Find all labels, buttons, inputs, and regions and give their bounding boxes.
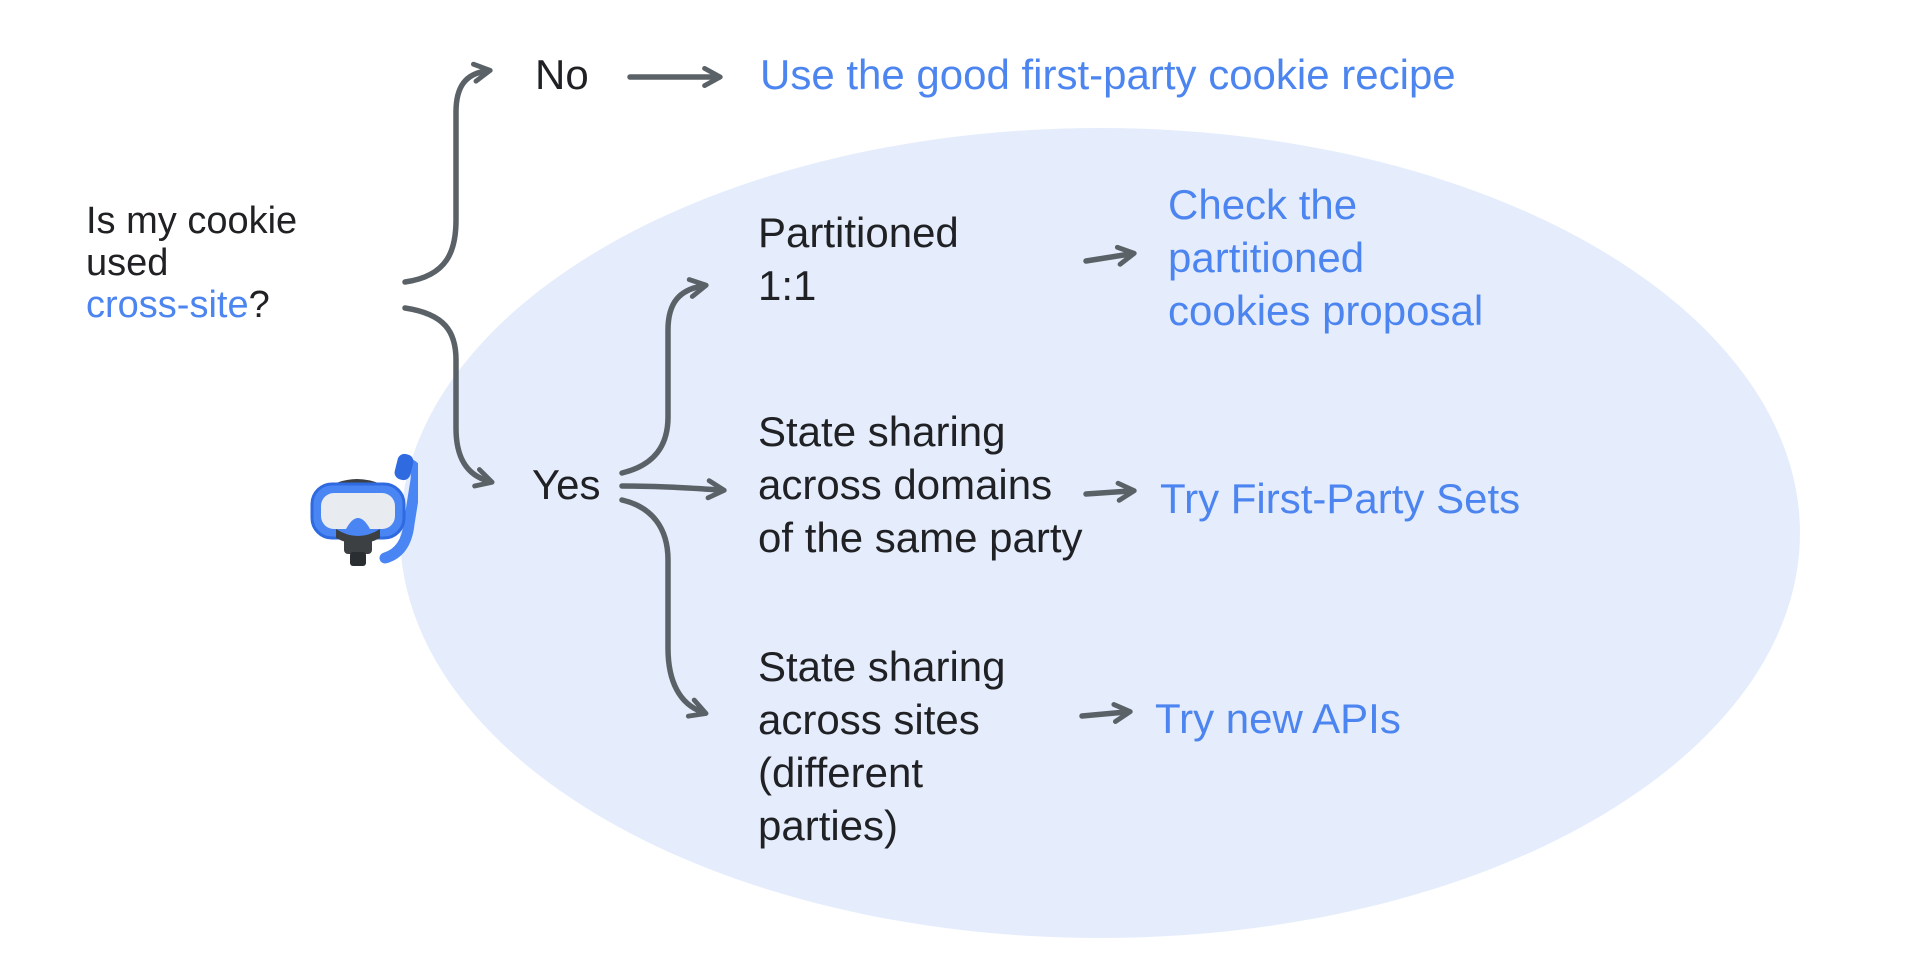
outcome-line: Try First-Party Sets — [1160, 475, 1521, 522]
arrow-question-to-yes — [402, 305, 495, 489]
question-line: used — [86, 242, 169, 284]
outcome-line: Try new APIs — [1155, 695, 1401, 742]
partitioned-cookies-proposal-link[interactable]: Check the partitioned cookies proposal — [1168, 178, 1483, 337]
yes-group-ellipse — [400, 128, 1800, 938]
first-party-sets-link[interactable]: Try First-Party Sets — [1160, 472, 1520, 525]
condition-line: of the same party — [758, 514, 1083, 561]
outcome-line: cookies proposal — [1168, 287, 1484, 334]
condition-partitioned: Partitioned 1:1 — [758, 206, 959, 312]
condition-line: across sites — [758, 696, 980, 743]
yes-branch-label: Yes — [532, 461, 601, 508]
arrow-different-parties-to-outcome — [1079, 702, 1133, 725]
arrow-question-to-no — [402, 61, 493, 285]
try-new-apis-link[interactable]: Try new APIs — [1155, 692, 1401, 745]
outcome-line: Check the — [1168, 181, 1358, 228]
condition-line: across domains — [758, 461, 1053, 508]
condition-different-parties: State sharing across sites (different pa… — [758, 640, 1006, 852]
arrow-partitioned-to-outcome — [1083, 244, 1137, 267]
condition-line: (different — [758, 749, 923, 796]
arrow-yes-to-partitioned — [619, 277, 709, 476]
question-line: cross-site? — [86, 284, 297, 326]
arrow-same-party-to-outcome — [1083, 480, 1137, 503]
no-branch-label: No — [535, 51, 589, 98]
arrow-yes-to-different-parties — [619, 497, 709, 719]
arrow-yes-to-same-party — [619, 478, 727, 501]
condition-line: State sharing — [758, 408, 1006, 455]
condition-line: State sharing — [758, 643, 1006, 690]
condition-same-party: State sharing across domains of the same… — [758, 405, 1083, 564]
diving-mask-icon — [310, 453, 418, 566]
question-line: Is my cookie — [86, 200, 298, 242]
question-mark: ? — [248, 284, 270, 326]
condition-line: parties) — [758, 802, 899, 849]
condition-line: Partitioned — [758, 209, 959, 256]
condition-line: 1:1 — [758, 262, 817, 309]
first-party-recipe-link[interactable]: Use the good first-party cookie recipe — [760, 51, 1456, 98]
question-text: Is my cookie used cross-site? — [86, 200, 297, 326]
outcome-line: partitioned — [1168, 234, 1365, 281]
cross-site-highlight: cross-site — [86, 284, 249, 326]
